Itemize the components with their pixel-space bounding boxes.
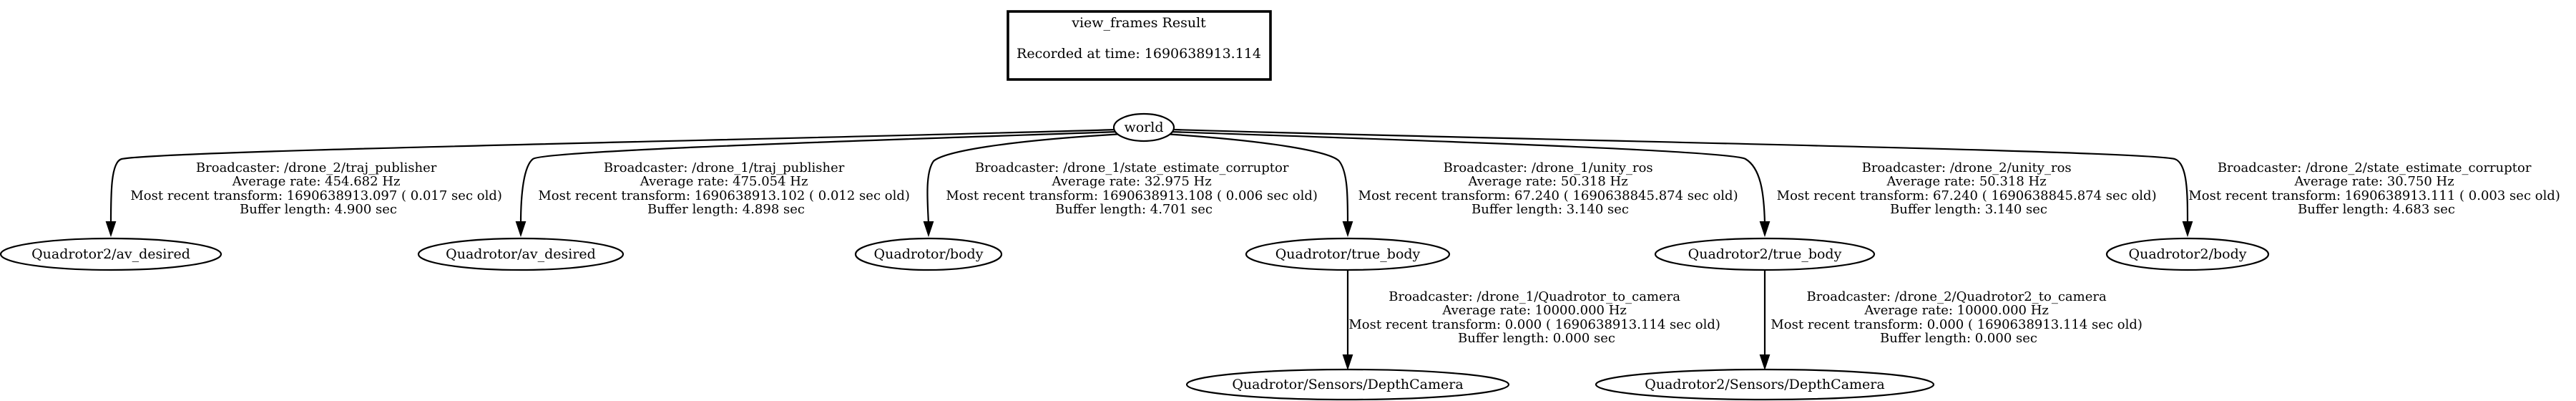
arrowhead-q-true-body [1342, 221, 1353, 238]
arrowhead-q2-body [2182, 221, 2193, 238]
edge-world-q2-av-desired [109, 128, 1118, 224]
node-label-quadrotor2-av-desired: Quadrotor2/av_desired [31, 246, 190, 262]
edge-labels: Broadcaster: /drone_2/traj_publisher Ave… [130, 160, 2564, 346]
edge-world-q2-body [1172, 128, 2189, 224]
edge-label-q2-depth: Broadcaster: /drone_2/Quadrotor2_to_came… [1771, 289, 2146, 346]
node-label-quadrotor-av-desired: Quadrotor/av_desired [446, 246, 596, 262]
edge-world-q-true-body [1164, 132, 1349, 224]
node-quadrotor2-true-body: Quadrotor2/true_body [1654, 237, 1876, 271]
node-label-quadrotor-true-body: Quadrotor/true_body [1275, 246, 1421, 262]
arrowhead-q-av-desired [515, 221, 527, 238]
node-quadrotor2-depth-camera: Quadrotor2/Sensors/DepthCamera [1595, 368, 1935, 401]
title-box: view_frames Result Recorded at time: 169… [1007, 10, 1272, 81]
edge-label-q-body: Broadcaster: /drone_1/state_estimate_cor… [946, 160, 1321, 217]
edge-label-q2-true-body: Broadcaster: /drone_2/unity_ros Average … [1777, 160, 2161, 217]
arrowheads [105, 221, 2193, 371]
edge-world-q-av-desired [519, 130, 1120, 224]
edge-label-q2-body: Broadcaster: /drone_2/state_estimate_cor… [2188, 160, 2564, 217]
edge-label-q2-av-desired: Broadcaster: /drone_2/traj_publisher Ave… [130, 160, 506, 217]
arrowhead-q-depth [1342, 354, 1353, 371]
node-quadrotor2-av-desired: Quadrotor2/av_desired [0, 237, 222, 271]
node-world: world [1112, 112, 1175, 142]
arrowhead-q-body [923, 221, 934, 238]
arrowhead-q2-true-body [1759, 221, 1771, 238]
edges [109, 128, 2189, 356]
node-label-quadrotor2-true-body: Quadrotor2/true_body [1688, 246, 1842, 262]
recorded-time-text: Recorded at time: 1690638913.114 [1017, 46, 1261, 62]
node-label-quadrotor2-depth-camera: Quadrotor2/Sensors/DepthCamera [1645, 377, 1884, 392]
node-quadrotor-av-desired: Quadrotor/av_desired [417, 237, 625, 271]
title-text: view_frames Result [1071, 15, 1206, 31]
node-label-quadrotor2-body: Quadrotor2/body [2129, 246, 2247, 262]
edge-world-q-body [926, 132, 1124, 224]
edge-label-q-depth: Broadcaster: /drone_1/Quadrotor_to_camer… [1348, 289, 1724, 346]
edge-label-q-true-body: Broadcaster: /drone_1/unity_ros Average … [1358, 160, 1743, 217]
edge-label-q-av-desired: Broadcaster: /drone_1/traj_publisher Ave… [538, 160, 914, 217]
node-quadrotor-depth-camera: Quadrotor/Sensors/DepthCamera [1185, 368, 1510, 401]
node-quadrotor2-body: Quadrotor2/body [2105, 237, 2270, 271]
node-quadrotor-body: Quadrotor/body [854, 237, 1003, 271]
arrowhead-q2-av-desired [105, 221, 117, 238]
node-label-world: world [1124, 120, 1163, 135]
node-label-quadrotor-body: Quadrotor/body [874, 246, 984, 262]
node-label-quadrotor-depth-camera: Quadrotor/Sensors/DepthCamera [1232, 377, 1463, 392]
node-quadrotor-true-body: Quadrotor/true_body [1245, 237, 1451, 271]
edge-world-q2-true-body [1169, 130, 1766, 224]
arrowhead-q2-depth [1759, 354, 1771, 371]
